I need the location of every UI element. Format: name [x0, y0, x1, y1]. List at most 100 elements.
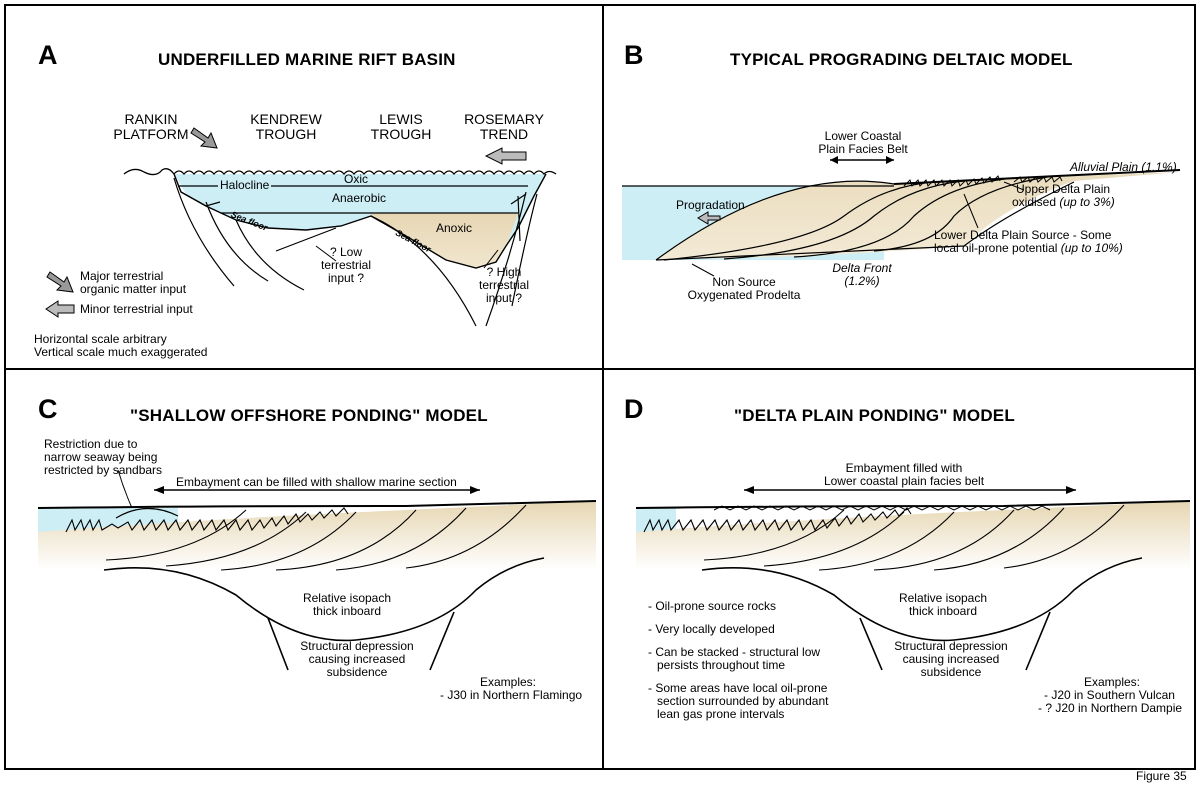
kendrew-label-1: KENDREW — [250, 111, 322, 127]
udp-label-1: Upper Delta Plain — [1016, 182, 1111, 196]
fault-4 — [275, 227, 337, 252]
rosemary-label-1: ROSEMARY — [464, 111, 544, 127]
example-c-1: - J30 in Northern Flamingo — [440, 688, 583, 702]
anoxic-zone — [371, 213, 518, 268]
panel-d-title: "DELTA PLAIN PONDING" MODEL — [734, 406, 1015, 425]
ldp-label-2b: (up to 10%) — [1060, 241, 1123, 255]
clino-d3 — [818, 511, 955, 571]
progradation-arrow — [697, 211, 721, 225]
clino-d1 — [703, 509, 845, 561]
lcp-label-1: Lower Coastal — [824, 129, 902, 143]
sediment-wedge-d — [636, 501, 1190, 570]
fault-5 — [370, 215, 477, 327]
bullet-4-line-3: lean gas prone intervals — [657, 707, 785, 721]
legend-major-2: organic matter input — [80, 282, 187, 296]
isopach-d-label-2: thick inboard — [908, 604, 978, 618]
panel-c-title: "SHALLOW OFFSHORE PONDING" MODEL — [130, 406, 488, 425]
fingers-1 — [903, 175, 1001, 187]
structural-label-2: causing increased — [308, 652, 406, 666]
legend-minor-arrow — [45, 300, 75, 318]
lcp-arrow-left-head — [830, 156, 838, 164]
udp-label-2a: oxidised — [1012, 195, 1060, 209]
udp-label-2: oxidised (up to 3%) — [1012, 196, 1115, 209]
surface-line — [37, 500, 597, 509]
legend-scale-2: Vertical scale much exaggerated — [34, 345, 208, 359]
struct-fault-left — [267, 617, 289, 671]
clino-d5 — [933, 507, 1065, 571]
restriction-pointer — [117, 469, 133, 509]
surface-line-d — [635, 500, 1191, 509]
low-input-pointer — [315, 245, 337, 262]
embayment-arrow-left-d — [744, 486, 754, 494]
delta-wedge — [656, 172, 1180, 260]
nonsource-label-1: Non Source — [712, 275, 776, 289]
low-input-label-3: input ? — [327, 271, 365, 285]
panel-d-letter: D — [624, 394, 644, 424]
base-line — [655, 181, 1075, 261]
delta-front-label-2: (1.2%) — [844, 274, 880, 288]
fingers-2 — [1013, 176, 1063, 183]
progradation-label: Progradation — [676, 198, 745, 212]
struct-fault-right-d — [1025, 611, 1051, 671]
ldp-pointer — [963, 193, 979, 229]
rankin-label-2: PLATFORM — [113, 126, 189, 142]
ldp-label-2a: local oil-prone potential — [934, 241, 1061, 255]
struct-fault-right — [429, 611, 455, 671]
halocline-label: Halocline — [218, 178, 272, 192]
lewis-label-2: TROUGH — [370, 126, 432, 142]
major-input-arrow — [190, 127, 218, 149]
panel-b-title: TYPICAL PROGRADING DELTAIC MODEL — [730, 50, 1073, 69]
anoxic-label: Anoxic — [436, 221, 473, 235]
fault-8 — [485, 191, 527, 327]
structural-d-label-3: subsidence — [920, 665, 982, 679]
clino-c4 — [275, 509, 417, 571]
kendrew-label-2: TROUGH — [255, 126, 317, 142]
anaerobic-label: Anaerobic — [332, 191, 387, 205]
struct-fault-left-d — [859, 617, 883, 671]
panel-b: B TYPICAL PROGRADING DELTAIC MODEL Lower… — [602, 4, 1196, 370]
lewis-label-1: LEWIS — [379, 111, 423, 127]
bullet-1: - Oil-prone source rocks — [648, 599, 777, 613]
panel-a-letter: A — [38, 40, 58, 70]
alluvial-surface — [893, 169, 1181, 185]
structural-label-1: Structural depression — [300, 639, 414, 653]
bullet-3-line-1: - Can be stacked - structural low — [648, 645, 821, 659]
clino-c3 — [220, 511, 357, 571]
example-d-2: - ? J20 in Northern Dampie — [1038, 701, 1183, 715]
delta-front-label-1: Delta Front — [832, 261, 892, 275]
legend-major-arrow — [46, 271, 74, 293]
clino-c6 — [405, 504, 527, 569]
isopach-base — [103, 557, 545, 642]
land-surface-left — [123, 168, 175, 176]
panel-c: C "SHALLOW OFFSHORE PONDING" MODEL Restr… — [4, 368, 604, 770]
bullet-4-line-2: section surrounded by abundant — [657, 694, 829, 708]
embayment-arrow-left — [154, 486, 164, 494]
legend-scale-1: Horizontal scale arbitrary — [34, 332, 167, 346]
clino-c2 — [165, 511, 307, 567]
rosemary-label-2: TREND — [479, 126, 529, 142]
panel-c-letter: C — [38, 394, 58, 424]
clino-c1 — [105, 509, 247, 561]
ldp-label-2: local oil-prone potential (up to 10%) — [934, 242, 1123, 255]
examples-title-d: Examples: — [1083, 675, 1140, 689]
clino-c5 — [335, 507, 467, 571]
panel-b-letter: B — [624, 40, 644, 70]
fault-10 — [517, 195, 521, 242]
nonsource-pointer — [691, 263, 715, 277]
panel-d: D "DELTA PLAIN PONDING" MODEL Embayment … — [602, 368, 1196, 770]
clinoform-5 — [873, 175, 1055, 252]
legend-major-1: Major terrestrial — [80, 269, 164, 283]
fault-6 — [180, 191, 221, 207]
clinoform-1 — [655, 180, 895, 261]
panel-a: A UNDERFILLED MARINE RIFT BASIN RANKIN P… — [4, 4, 604, 370]
bullet-2: - Very locally developed — [648, 622, 775, 636]
udp-label-2b: (up to 3%) — [1059, 195, 1115, 209]
embayment-arrow-right — [470, 486, 480, 494]
clinoform-2 — [663, 181, 935, 261]
water-surface — [173, 170, 557, 176]
deltaic-model-diagram — [622, 156, 1181, 277]
bullet-3-line-2: persists throughout time — [657, 658, 786, 672]
ldp-label-1: Lower Delta Plain Source - Some — [934, 228, 1112, 242]
embayment-d-label-2: Lower coastal plain facies belt — [823, 474, 985, 488]
embayment-label: Embayment can be filled with shallow mar… — [176, 475, 457, 489]
